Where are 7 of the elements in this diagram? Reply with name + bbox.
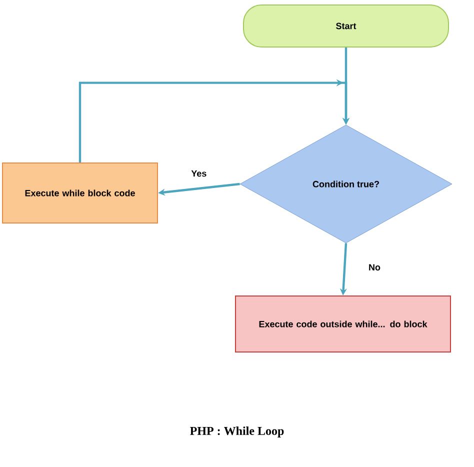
process-box: Execute while block code: [2, 162, 158, 224]
edge-label: No: [368, 263, 382, 272]
edge-label: Yes: [190, 169, 208, 178]
start-terminal: Start: [243, 4, 449, 48]
process-box: Execute code outside while... do block: [235, 296, 451, 352]
caption: PHP : While Loop: [190, 426, 284, 438]
arrow: [78, 79, 350, 162]
